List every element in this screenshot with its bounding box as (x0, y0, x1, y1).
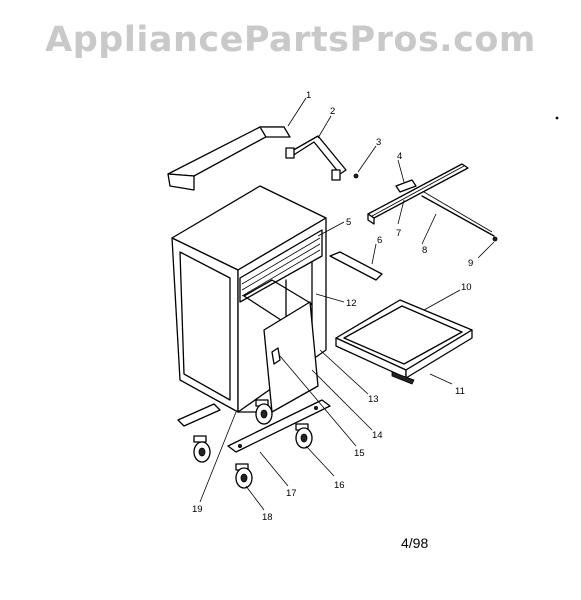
callout-5: 5 (346, 217, 351, 228)
part-4-clip (395, 179, 417, 193)
part-19-base-bracket (177, 403, 221, 427)
callout-14: 14 (372, 430, 383, 441)
part-9-screw (492, 236, 498, 242)
callout-1: 1 (306, 90, 311, 101)
callout-labels: 1 2 3 4 5 6 7 8 9 10 11 12 13 14 15 16 1… (192, 90, 473, 523)
cabinet-body (171, 185, 327, 413)
callout-18: 18 (262, 512, 273, 523)
callout-7: 7 (396, 228, 401, 239)
caster-18 (235, 463, 253, 489)
callout-9: 9 (468, 258, 473, 269)
callout-16: 16 (334, 480, 345, 491)
callout-19: 19 (192, 504, 203, 515)
part-8-slide-rod (421, 191, 495, 237)
caster-rear-left (255, 399, 273, 425)
part-3-screw (353, 173, 359, 179)
callout-8: 8 (422, 245, 427, 256)
callout-4: 4 (397, 151, 402, 162)
callout-3: 3 (376, 137, 381, 148)
stray-dot (555, 116, 559, 120)
callout-17: 17 (286, 488, 297, 499)
part-1-top-rail (167, 126, 291, 191)
part-6-side-slide (329, 251, 383, 281)
date-code: 4/98 (401, 535, 429, 551)
part-10-drawer-tray (335, 299, 473, 385)
callout-6: 6 (377, 235, 382, 246)
callout-13: 13 (368, 394, 379, 405)
callout-2: 2 (330, 106, 335, 117)
callout-15: 15 (354, 448, 365, 459)
watermark: AppliancePartsPros.com (45, 20, 536, 60)
part-17-base-rail (227, 399, 331, 453)
caster-front-left (193, 435, 211, 463)
leader-lines (199, 97, 495, 511)
callout-11: 11 (455, 386, 465, 397)
part-2-handle-bracket (285, 135, 347, 181)
caster-16 (295, 423, 313, 449)
part-7-drawer-slide (367, 163, 469, 225)
callout-12: 12 (346, 298, 357, 309)
callout-10: 10 (461, 282, 472, 293)
